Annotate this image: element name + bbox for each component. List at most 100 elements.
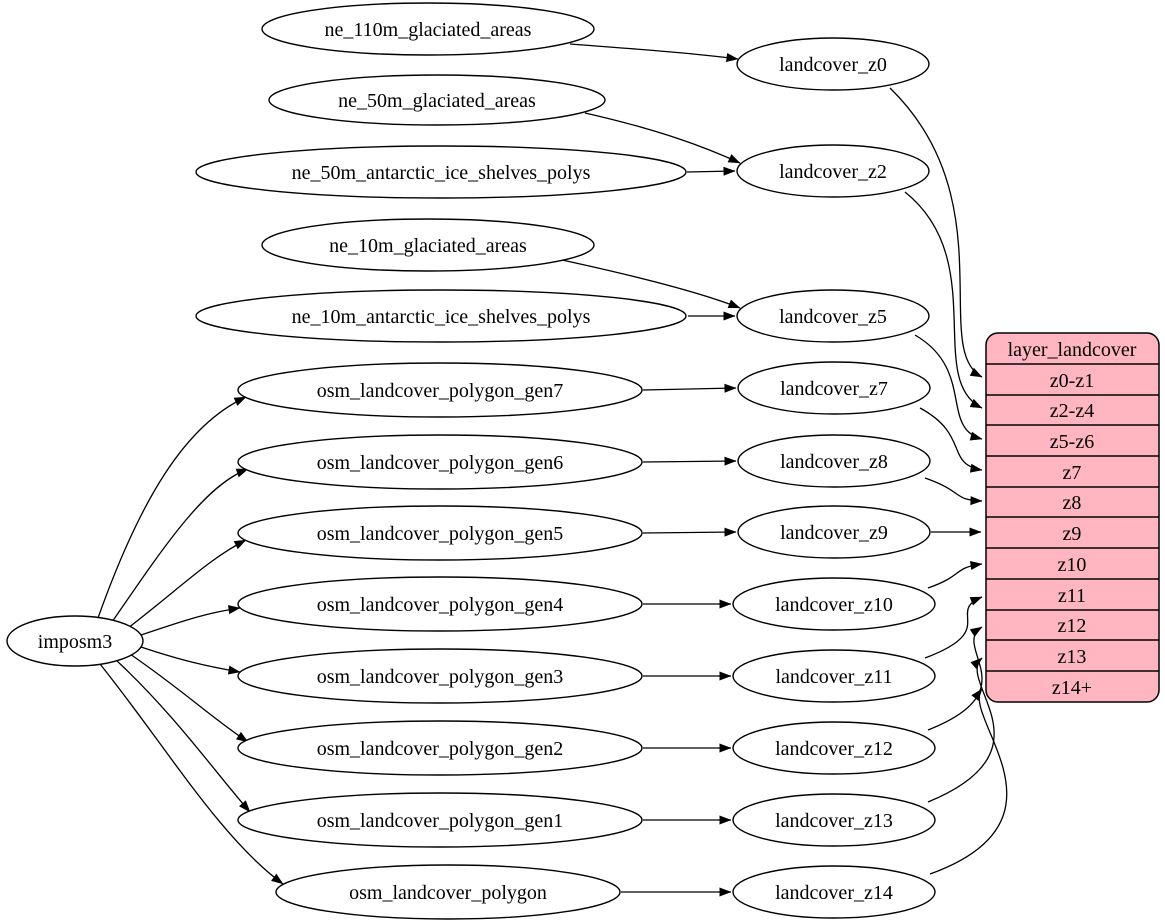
node-landcover-z11-label: landcover_z11 (776, 666, 893, 688)
node-osm-landcover-polygon-gen4-shape (237, 576, 643, 632)
node-osm-landcover-polygon-gen6-shape (237, 434, 643, 490)
node-landcover-z2-label: landcover_z2 (779, 161, 887, 183)
edge-imposm3-to-gen6 (111, 468, 249, 623)
node-landcover-z10: landcover_z10 (732, 577, 936, 631)
edge-z14-to-row (929, 688, 1008, 875)
node-osm-landcover-polygon-gen1-label: osm_landcover_polygon_gen1 (317, 810, 564, 832)
node-group: imposm3 ne_110m_glaciated_areas ne_50m_g… (6, 2, 936, 920)
node-ne-50m-antarctic-ice-shelves-polys-label: ne_50m_antarctic_ice_shelves_polys (292, 162, 591, 184)
table-title: layer_landcover (1008, 339, 1137, 361)
node-osm-landcover-polygon-gen2-label: osm_landcover_polygon_gen2 (317, 738, 564, 760)
node-osm-landcover-polygon-gen2: osm_landcover_polygon_gen2 (237, 720, 643, 776)
table-row-z8: z8 (1063, 492, 1082, 514)
node-landcover-z2-shape (736, 144, 930, 198)
edge-gen7-to-z7 (642, 383, 737, 393)
node-landcover-z12-label: landcover_z12 (775, 738, 893, 760)
node-ne-50m-antarctic-ice-shelves-polys: ne_50m_antarctic_ice_shelves_polys (195, 145, 687, 199)
node-landcover-z5-shape (736, 289, 930, 343)
node-landcover-z8-shape (737, 434, 931, 488)
node-ne-10m-antarctic-ice-shelves-polys-shape (195, 289, 687, 343)
node-landcover-z13-label: landcover_z13 (775, 810, 893, 832)
node-landcover-z11-shape (732, 649, 936, 703)
table-row-z13: z13 (1058, 646, 1087, 668)
node-landcover-z0-label: landcover_z0 (779, 54, 887, 76)
table-row-z2-z4: z2-z4 (1050, 400, 1094, 422)
node-ne-110m-glaciated-areas-shape (261, 2, 595, 56)
node-osm-landcover-polygon-gen4: osm_landcover_polygon_gen4 (237, 576, 643, 632)
table-row-z12: z12 (1058, 615, 1087, 637)
node-ne-50m-antarctic-ice-shelves-polys-shape (195, 145, 687, 199)
node-osm-landcover-polygon-gen3-label: osm_landcover_polygon_gen3 (317, 666, 564, 688)
node-landcover-z13-shape (732, 793, 936, 847)
node-osm-landcover-polygon-shape (275, 864, 621, 920)
node-landcover-z0-shape (736, 37, 930, 91)
node-imposm3-label: imposm3 (38, 631, 112, 653)
edge-imposm3-to-gen5 (127, 539, 247, 629)
node-landcover-z10-label: landcover_z10 (775, 594, 893, 616)
node-ne-10m-glaciated-areas-shape (261, 218, 595, 272)
node-osm-landcover-polygon-gen1: osm_landcover_polygon_gen1 (237, 792, 643, 848)
node-osm-landcover-polygon-gen3-shape (237, 648, 643, 704)
table-row-z11: z11 (1058, 585, 1086, 607)
node-landcover-z2: landcover_z2 (736, 144, 930, 198)
edge-ne110m-to-z0 (569, 43, 739, 62)
edge-gen6-to-z8 (642, 456, 737, 466)
edge-ne50m-ant-to-z2 (686, 166, 736, 176)
node-landcover-z9-shape (737, 505, 931, 559)
edge-imposm3-to-polygon (99, 663, 284, 885)
table-row-z7: z7 (1063, 462, 1082, 484)
node-osm-landcover-polygon: osm_landcover_polygon (275, 864, 621, 920)
node-ne-10m-glaciated-areas: ne_10m_glaciated_areas (261, 218, 595, 272)
node-osm-landcover-polygon-gen7-label: osm_landcover_polygon_gen7 (317, 380, 564, 402)
node-osm-landcover-polygon-gen3: osm_landcover_polygon_gen3 (237, 648, 643, 704)
node-landcover-z7-label: landcover_z7 (780, 378, 888, 400)
edge-z0-to-row (889, 87, 983, 378)
edge-z5-to-row (914, 334, 983, 441)
edge-ne50m-glac-to-z2 (584, 112, 741, 164)
node-landcover-z14: landcover_z14 (732, 865, 936, 919)
node-ne-50m-glaciated-areas-shape (268, 74, 606, 126)
table-row-z10: z10 (1058, 554, 1087, 576)
node-landcover-z11: landcover_z11 (732, 649, 936, 703)
node-landcover-z5-label: landcover_z5 (779, 306, 887, 328)
table-row-z5-z6: z5-z6 (1050, 431, 1094, 453)
edge-group (97, 43, 1008, 897)
edge-z2-to-row (904, 191, 983, 409)
layer-landcover-table: layer_landcover z0-z1 z2-z4 z5-z6 z7 z8 … (985, 332, 1160, 703)
node-landcover-z7: landcover_z7 (737, 361, 931, 415)
node-ne-10m-antarctic-ice-shelves-polys: ne_10m_antarctic_ice_shelves_polys (195, 289, 687, 343)
node-landcover-z5: landcover_z5 (736, 289, 930, 343)
edge-z8-to-row (924, 477, 983, 506)
node-imposm3-shape (6, 615, 144, 667)
node-osm-landcover-polygon-gen5-label: osm_landcover_polygon_gen5 (317, 523, 564, 545)
node-osm-landcover-polygon-gen1-shape (237, 792, 643, 848)
node-ne-110m-glaciated-areas-label: ne_110m_glaciated_areas (325, 19, 532, 41)
edge-imposm3-to-gen1 (115, 659, 251, 813)
node-osm-landcover-polygon-label: osm_landcover_polygon (349, 882, 547, 904)
table-row-z9: z9 (1063, 523, 1082, 545)
node-ne-50m-glaciated-areas: ne_50m_glaciated_areas (268, 74, 606, 126)
node-osm-landcover-polygon-gen4-label: osm_landcover_polygon_gen4 (317, 594, 564, 616)
edge-imposm3-to-gen2 (129, 653, 249, 743)
edge-z10-to-row (927, 561, 983, 589)
node-ne-10m-glaciated-areas-label: ne_10m_glaciated_areas (329, 235, 527, 257)
edge-imposm3-to-gen4 (140, 605, 241, 636)
node-landcover-z10-shape (732, 577, 936, 631)
node-landcover-z0: landcover_z0 (736, 37, 930, 91)
node-landcover-z8: landcover_z8 (737, 434, 931, 488)
edge-z13-to-row (927, 657, 995, 803)
node-ne-110m-glaciated-areas: ne_110m_glaciated_areas (261, 2, 595, 56)
edge-z7-to-row (919, 407, 983, 473)
node-landcover-z9: landcover_z9 (737, 505, 931, 559)
node-osm-landcover-polygon-gen5: osm_landcover_polygon_gen5 (237, 505, 643, 561)
node-osm-landcover-polygon-gen6: osm_landcover_polygon_gen6 (237, 434, 643, 490)
edge-z12-to-row (927, 626, 983, 731)
table-row-z14: z14+ (1052, 677, 1092, 699)
table-row-z0-z1: z0-z1 (1050, 370, 1094, 392)
node-osm-landcover-polygon-gen6-label: osm_landcover_polygon_gen6 (317, 452, 564, 474)
node-ne-10m-antarctic-ice-shelves-polys-label: ne_10m_antarctic_ice_shelves_polys (292, 306, 591, 328)
edge-gen5-to-z9 (642, 527, 737, 537)
node-landcover-z7-shape (737, 361, 931, 415)
